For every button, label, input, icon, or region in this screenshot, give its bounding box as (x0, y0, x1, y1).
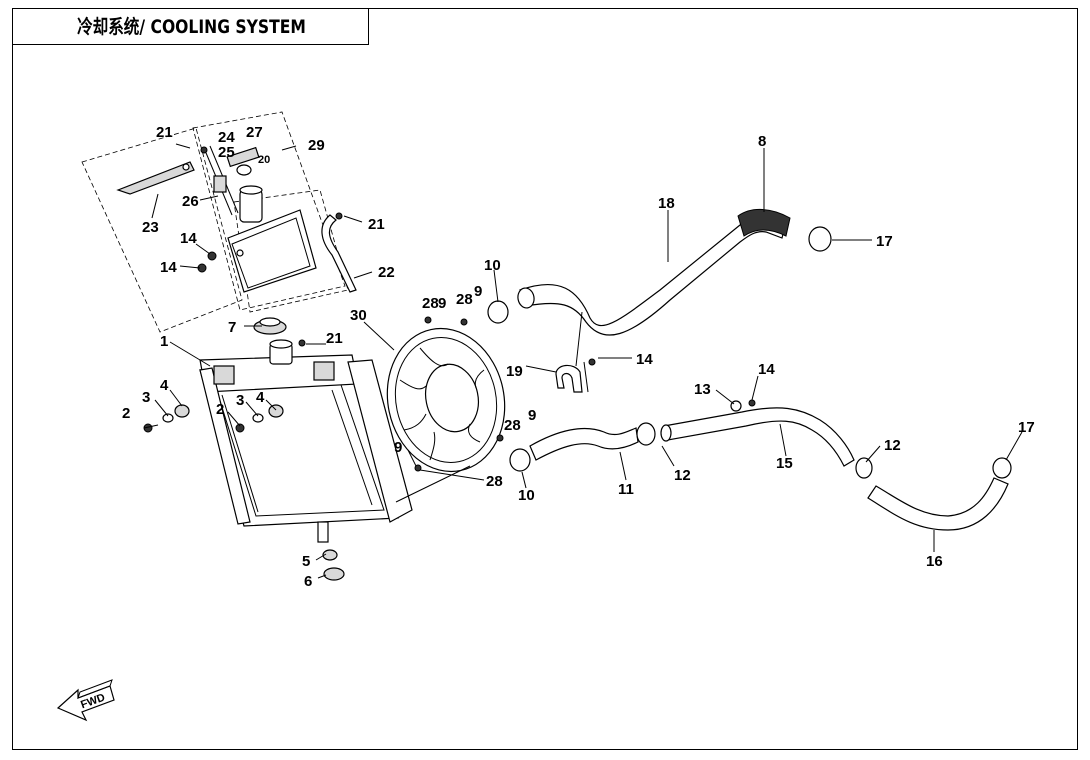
lower-hose-assembly (509, 399, 1012, 531)
hose-clamp (992, 457, 1012, 479)
callout-12: 12 (884, 437, 901, 454)
callout-29: 29 (308, 137, 325, 154)
callout-3: 3 (142, 389, 150, 406)
callout-23: 23 (142, 219, 159, 236)
callout-9: 9 (438, 295, 446, 312)
hose-clamp (509, 448, 531, 472)
lower-hose-left (529, 427, 639, 461)
callout-5: 5 (302, 553, 310, 570)
callout-28: 28 (486, 473, 503, 490)
callout-6: 6 (304, 573, 312, 590)
callout-21: 21 (156, 124, 173, 141)
radiator-drain (317, 521, 329, 543)
callout-30: 30 (350, 307, 367, 324)
hose-clamp (487, 300, 509, 324)
hose-clamp (808, 226, 832, 252)
radiator-mount-left (213, 365, 235, 385)
callout-7: 7 (228, 319, 236, 336)
callout-14: 14 (758, 361, 775, 378)
expansion-tank-group (81, 111, 357, 333)
callout-21: 21 (368, 216, 385, 233)
fwd-arrow-shape (56, 685, 115, 722)
cap-gasket (236, 164, 252, 176)
callout-13: 13 (694, 381, 711, 398)
coolant-pipe (663, 407, 855, 467)
callout-28: 28 (456, 291, 473, 308)
diagram-frame (12, 8, 1078, 750)
callout-18: 18 (658, 195, 675, 212)
tank-cap (226, 146, 260, 168)
cooling-fan (386, 316, 506, 503)
callout-9: 9 (528, 407, 536, 424)
callout-17: 17 (1018, 419, 1035, 436)
fan-motor (425, 363, 479, 433)
callout-11: 11 (618, 481, 634, 498)
hose-clamp (855, 457, 873, 479)
page-title: 冷却系统/ COOLING SYSTEM (77, 16, 306, 38)
hose-clamp (636, 422, 656, 446)
callout-9: 9 (474, 283, 482, 300)
breather-fitting (213, 175, 227, 193)
callout-28: 28 (422, 295, 439, 312)
callout-22: 22 (378, 264, 395, 281)
title-box: 冷却系统/ COOLING SYSTEM (12, 8, 369, 45)
callout-4: 4 (256, 389, 265, 406)
radiator-mount-right (313, 361, 335, 381)
rubber-grommet (268, 404, 284, 418)
callout-16: 16 (926, 553, 943, 570)
callout-14: 14 (636, 351, 653, 368)
overflow-hose (321, 214, 357, 293)
callout-9: 9 (394, 439, 402, 456)
callout-4: 4 (160, 377, 169, 394)
rubber-grommet (174, 404, 190, 418)
callout-21: 21 (326, 330, 343, 347)
lower-hose-right (867, 477, 1009, 531)
callout-12: 12 (674, 467, 691, 484)
forward-direction-arrow: FWD (56, 679, 115, 722)
callout-20: 20 (258, 154, 270, 166)
callout-26: 26 (182, 193, 199, 210)
callout-8: 8 (758, 133, 766, 150)
tank-filler-neck (239, 189, 263, 223)
radiator-side-tank (347, 359, 413, 523)
upper-hose-assembly (487, 209, 832, 393)
callout-10: 10 (518, 487, 535, 504)
callout-3: 3 (236, 392, 244, 409)
tank-group-outline (192, 111, 346, 311)
callout-24: 24 (218, 129, 235, 146)
callout-1: 1 (160, 333, 168, 350)
upper-hose (519, 214, 787, 336)
callout-27: 27 (246, 124, 263, 141)
callout-10: 10 (484, 257, 501, 274)
callout-19: 19 (506, 363, 523, 380)
hose-sleeve (737, 209, 791, 237)
leader-lines (143, 143, 1023, 579)
callout-numbers: 1 2 2 3 3 4 4 5 6 7 8 9 9 9 9 10 10 11 1… (122, 124, 1035, 590)
callout-14: 14 (180, 230, 197, 247)
radiator (143, 317, 413, 581)
callout-2: 2 (122, 405, 130, 422)
callout-17: 17 (876, 233, 893, 250)
callout-25: 25 (218, 144, 235, 161)
hose-clip (555, 364, 583, 393)
callout-28: 28 (504, 417, 521, 434)
callout-2: 2 (216, 401, 224, 418)
callout-15: 15 (776, 455, 793, 472)
callout-14: 14 (160, 259, 177, 276)
tank-bracket (116, 161, 195, 195)
bracket-group-outline (81, 127, 243, 333)
